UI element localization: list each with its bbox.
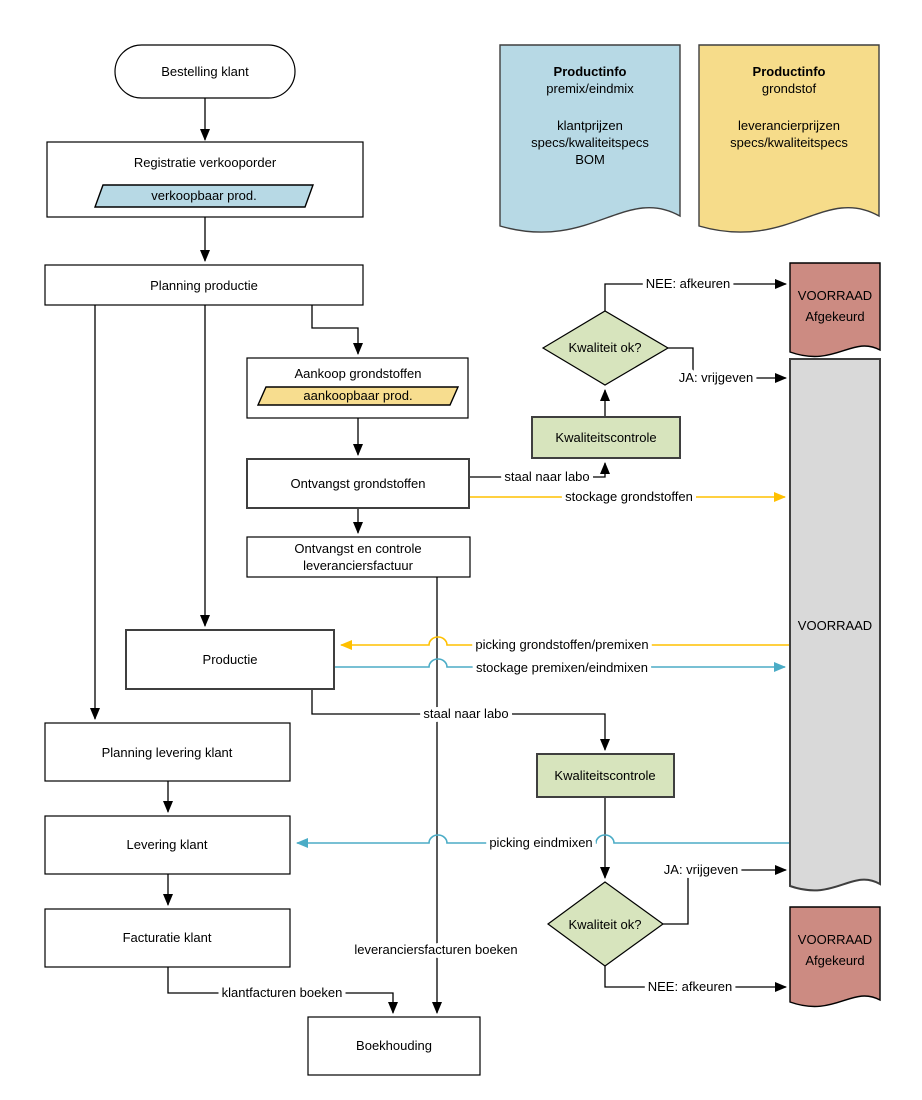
productinfo-premix-line-1: klantprijzen bbox=[557, 118, 623, 133]
bestelling-klant-label: Bestelling klant bbox=[161, 64, 249, 79]
verkoopbaar-prod-parallelogram bbox=[94, 184, 314, 208]
nee-afkeuren-boven-label: NEE: afkeuren bbox=[646, 276, 731, 291]
aankoop-label: Aankoop grondstoffen bbox=[295, 366, 422, 381]
verkoopbaar-prod-label: verkoopbaar prod. bbox=[151, 188, 257, 203]
edge-picking-grondstoffen bbox=[340, 636, 790, 650]
productinfo-premix-subtitle: premix/eindmix bbox=[546, 81, 634, 96]
planning-productie-node bbox=[44, 264, 364, 306]
productinfo-premix-line-3: BOM bbox=[575, 152, 605, 167]
edge-staal-labo-boven bbox=[470, 462, 610, 478]
registratie-label: Registratie verkooporder bbox=[134, 155, 277, 170]
kwaliteit-ok-boven-diamond bbox=[541, 310, 670, 386]
edge-staal-labo-onder bbox=[311, 689, 610, 751]
productinfo-premix-line-2: specs/kwaliteitspecs bbox=[531, 135, 649, 150]
ontvangst-grondstoffen-label: Ontvangst grondstoffen bbox=[291, 476, 426, 491]
staal-naar-labo-boven-label: staal naar labo bbox=[504, 469, 589, 484]
voorraad-afgekeurd-boven-label-1: VOORRAAD bbox=[798, 288, 872, 303]
aankoopbaar-prod-label: aankoopbaar prod. bbox=[303, 388, 412, 403]
productie-node bbox=[125, 629, 335, 690]
productinfo-grondstof-document bbox=[698, 44, 880, 233]
leveranciersfacturen-boeken-label: leveranciersfacturen boeken bbox=[354, 942, 517, 957]
edge-ja-vrijgeven-onder bbox=[663, 865, 787, 925]
voorraad-document bbox=[789, 358, 881, 892]
bestelling-klant-node bbox=[114, 44, 296, 99]
edge-planning-aankoop bbox=[311, 305, 363, 355]
kwaliteit-ok-onder-diamond bbox=[546, 881, 665, 967]
facturatie-klant-label: Facturatie klant bbox=[123, 930, 212, 945]
voorraad-afgekeurd-onder-label-1: VOORRAAD bbox=[798, 932, 872, 947]
nee-afkeuren-onder-label: NEE: afkeuren bbox=[648, 979, 733, 994]
black-edges bbox=[90, 98, 787, 1014]
ja-vrijgeven-onder-label: JA: vrijgeven bbox=[664, 862, 738, 877]
staal-naar-labo-onder-label: staal naar labo bbox=[423, 706, 508, 721]
planning-productie-label: Planning productie bbox=[150, 278, 258, 293]
edge-nee-afkeuren-onder bbox=[604, 966, 787, 992]
aankoopbaar-prod-parallelogram bbox=[256, 386, 460, 406]
kwaliteit-ok-boven-label: Kwaliteit ok? bbox=[569, 340, 642, 355]
kwaliteitscontrole-onder-label: Kwaliteitscontrole bbox=[554, 768, 655, 783]
productie-label: Productie bbox=[203, 652, 258, 667]
levering-klant-label: Levering klant bbox=[127, 837, 208, 852]
productinfo-premix-document bbox=[499, 44, 681, 233]
planning-levering-label: Planning levering klant bbox=[102, 745, 233, 760]
colored-edges bbox=[296, 492, 790, 848]
planning-levering-node bbox=[44, 722, 291, 782]
voorraad-afgekeurd-onder-document bbox=[789, 906, 881, 1008]
boekhouding-label: Boekhouding bbox=[356, 1038, 432, 1053]
stockage-grondstoffen-label: stockage grondstoffen bbox=[565, 489, 693, 504]
edge-facturatie-boekhouding bbox=[167, 967, 398, 1014]
picking-eindmixen-label: picking eindmixen bbox=[489, 835, 592, 850]
ontvangst-controle-label-2: leveranciersfactuur bbox=[303, 558, 413, 573]
voorraad-label: VOORRAAD bbox=[798, 618, 872, 633]
kwaliteitscontrole-boven-node bbox=[531, 416, 681, 459]
ontvangst-controle-node bbox=[246, 536, 471, 578]
ontvangst-grondstoffen-node bbox=[246, 458, 470, 509]
edge-ja-vrijgeven-boven bbox=[668, 347, 787, 383]
klantfacturen-boeken-label: klantfacturen boeken bbox=[222, 985, 343, 1000]
levering-klant-node bbox=[44, 815, 291, 875]
voorraad-afgekeurd-onder-label-2: Afgekeurd bbox=[805, 953, 864, 968]
facturatie-klant-node bbox=[44, 908, 291, 968]
productinfo-grondstof-title: Productinfo bbox=[753, 64, 826, 79]
productinfo-grondstof-subtitle: grondstof bbox=[762, 81, 817, 96]
stockage-premixen-label: stockage premixen/eindmixen bbox=[476, 660, 648, 675]
picking-grondstoffen-label: picking grondstoffen/premixen bbox=[475, 637, 648, 652]
kwaliteitscontrole-boven-label: Kwaliteitscontrole bbox=[555, 430, 656, 445]
productinfo-grondstof-line-1: leverancierprijzen bbox=[738, 118, 840, 133]
edge-stockage-premixen bbox=[334, 658, 786, 672]
kwaliteitscontrole-onder-node bbox=[536, 753, 675, 798]
ja-vrijgeven-boven-label: JA: vrijgeven bbox=[679, 370, 753, 385]
voorraad-afgekeurd-boven-label-2: Afgekeurd bbox=[805, 309, 864, 324]
edge-picking-eindmixen bbox=[296, 834, 790, 848]
productinfo-premix-title: Productinfo bbox=[554, 64, 627, 79]
boekhouding-node bbox=[307, 1016, 481, 1076]
edge-nee-afkeuren-boven bbox=[604, 279, 787, 311]
productinfo-grondstof-line-2: specs/kwaliteitspecs bbox=[730, 135, 848, 150]
kwaliteit-ok-onder-label: Kwaliteit ok? bbox=[569, 917, 642, 932]
voorraad-afgekeurd-boven-document bbox=[789, 262, 881, 358]
ontvangst-controle-label-1: Ontvangst en controle bbox=[294, 541, 421, 556]
